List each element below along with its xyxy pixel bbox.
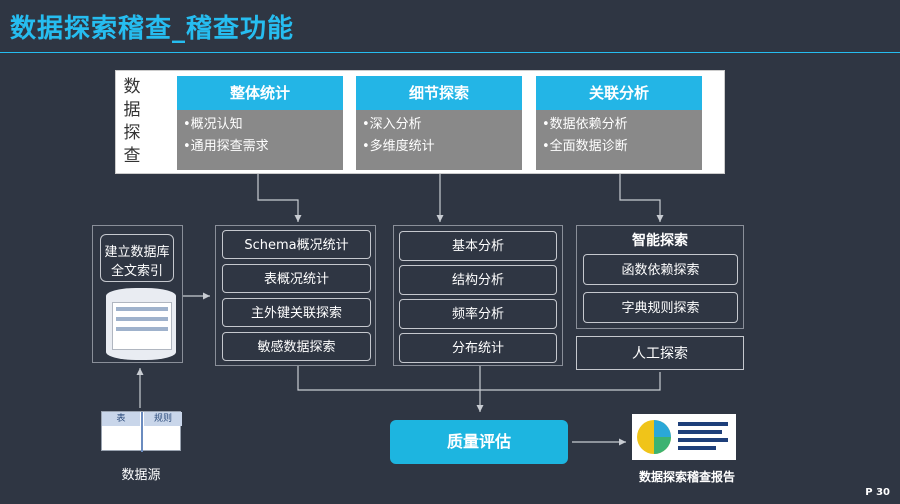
pie-chart-icon <box>637 420 728 454</box>
smart-explore-panel <box>576 225 744 329</box>
dictionary-rule-item: 字典规则探索 <box>583 292 738 323</box>
basic-analysis-item: 基本分析 <box>399 231 557 261</box>
page-number: P 30 <box>865 487 890 498</box>
quality-assessment-box: 质量评估 <box>390 420 568 464</box>
vertical-label-char: 探 <box>123 123 141 143</box>
vertical-label-char: 数 <box>123 77 141 97</box>
data-source-table-icon: 表 规则 <box>101 411 182 452</box>
database-cylinder-image <box>106 288 176 360</box>
report-label: 数据探索稽查报告 <box>638 470 735 484</box>
analysis-column-panel <box>393 225 563 366</box>
frequency-analysis-item: 频率分析 <box>399 299 557 329</box>
key-relation-item: 主外键关联探索 <box>222 298 371 327</box>
index-line: 全文索引 <box>110 264 163 279</box>
stats-column-panel <box>215 225 376 366</box>
category-body: •深入分析 •多维度统计 <box>356 110 522 170</box>
structure-analysis-item: 结构分析 <box>399 265 557 295</box>
category-correlation: 关联分析 •数据依赖分析 •全面数据诊断 <box>536 76 702 170</box>
report-thumbnail <box>632 414 736 460</box>
category-item: •深入分析 <box>362 117 422 132</box>
vertical-label: 数 据 探 查 <box>122 76 142 168</box>
function-dependency-item: 函数依赖探索 <box>583 254 738 285</box>
schema-stats-item: Schema概况统计 <box>222 230 371 259</box>
vertical-label-char: 据 <box>123 100 141 120</box>
manual-explore-box: 人工探索 <box>576 336 744 370</box>
sensitive-data-item: 敏感数据探索 <box>222 332 371 361</box>
category-detail-explore: 细节探索 •深入分析 •多维度统计 <box>356 76 522 170</box>
category-item: •数据依赖分析 <box>542 117 628 132</box>
category-item: •全面数据诊断 <box>542 139 628 154</box>
data-source-label: 数据源 <box>121 468 161 483</box>
source-cell: 表 <box>102 412 140 426</box>
category-overall-stats: 整体统计 •概况认知 •通用探查需求 <box>177 76 343 170</box>
category-head: 整体统计 <box>177 76 343 110</box>
category-head: 细节探索 <box>356 76 522 110</box>
index-line: 建立数据库 <box>104 245 170 260</box>
title-divider <box>0 52 900 53</box>
vertical-label-char: 查 <box>123 146 141 166</box>
category-item: •通用探查需求 <box>183 139 269 154</box>
category-head: 关联分析 <box>536 76 702 110</box>
source-cell: 规则 <box>144 412 182 426</box>
distribution-stats-item: 分布统计 <box>399 333 557 363</box>
database-thumbnail <box>112 302 172 350</box>
category-item: •多维度统计 <box>362 139 435 154</box>
category-body: •概况认知 •通用探查需求 <box>177 110 343 170</box>
smart-explore-title: 智能探索 <box>632 233 688 249</box>
index-panel <box>92 225 183 363</box>
category-item: •概况认知 <box>183 117 243 132</box>
page-title: 数据探索稽查_稽查功能 <box>10 14 295 44</box>
index-label-box: 建立数据库 全文索引 <box>100 234 174 282</box>
table-stats-item: 表概况统计 <box>222 264 371 293</box>
category-body: •数据依赖分析 •全面数据诊断 <box>536 110 702 170</box>
